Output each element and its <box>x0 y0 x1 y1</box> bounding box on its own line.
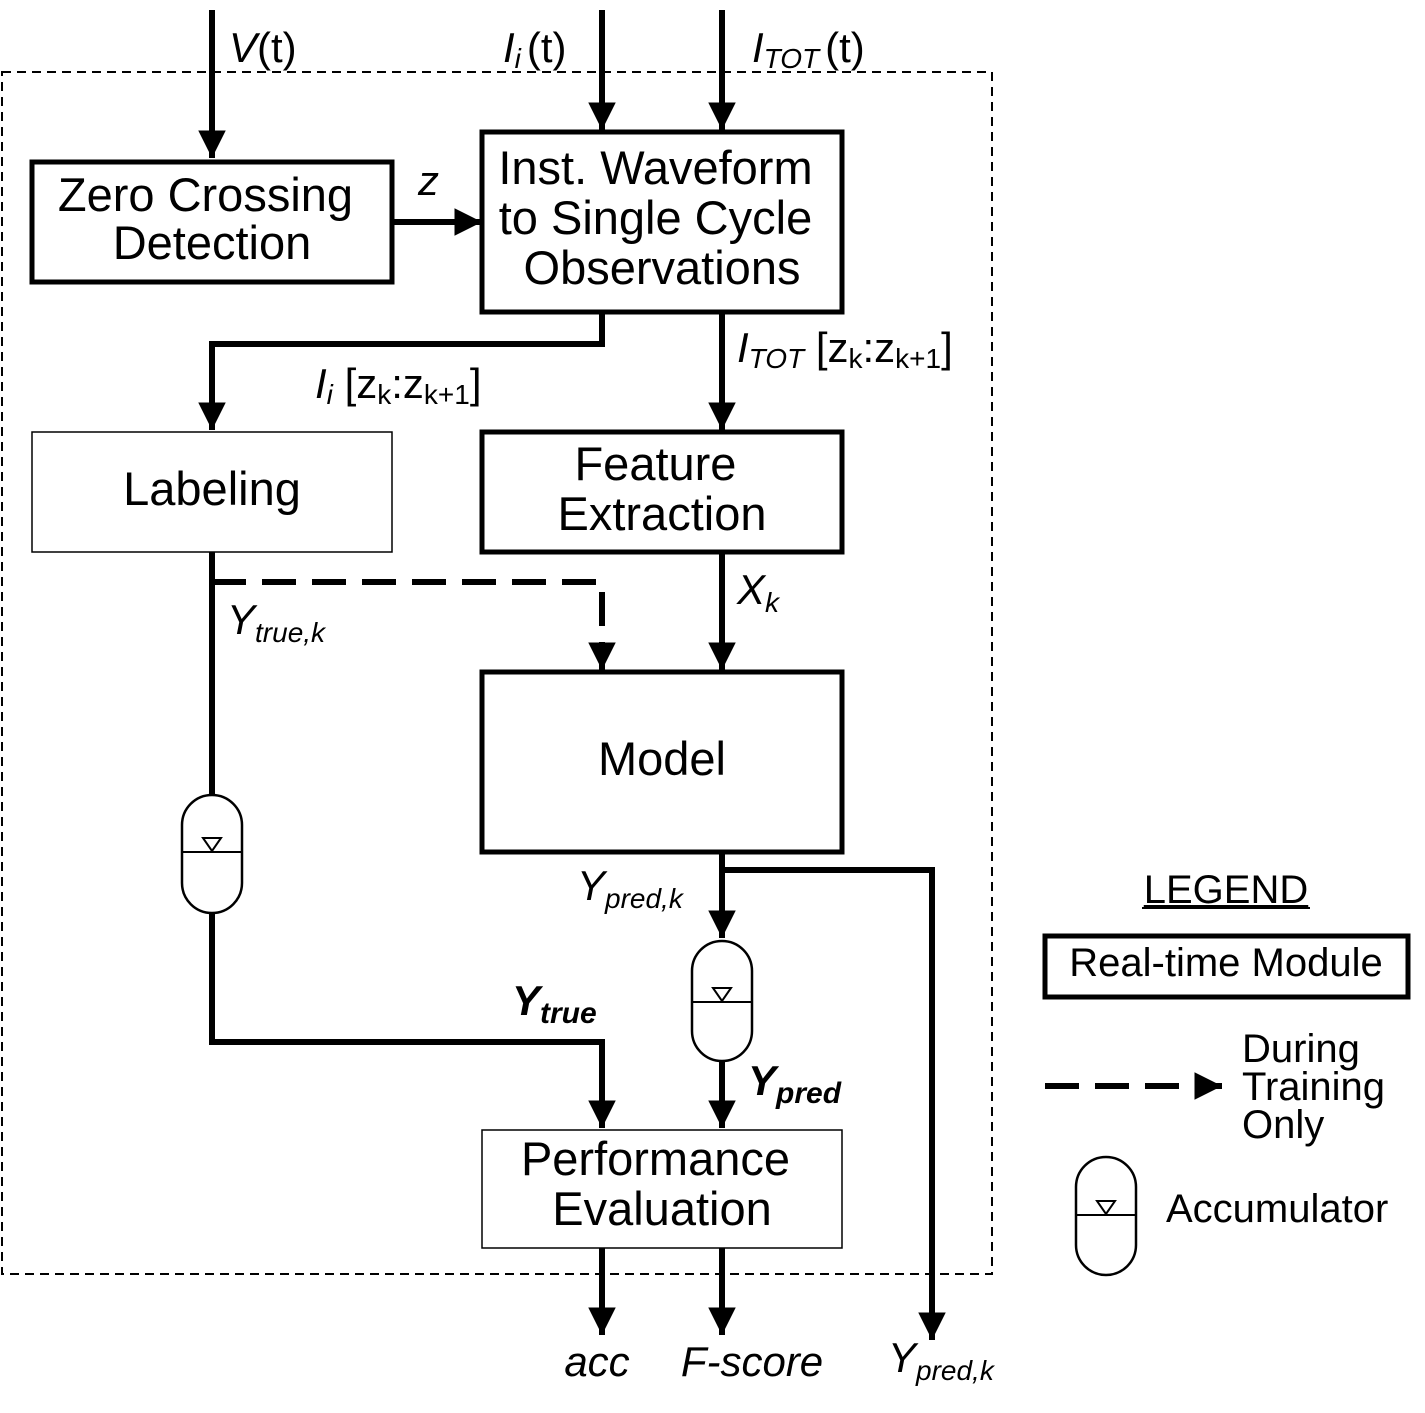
ypred-k-label: Ypred,k <box>577 862 685 914</box>
feature-extraction-label: Feature Extraction <box>558 437 767 540</box>
system-boundary <box>1 71 993 1275</box>
ypred-k-output-connector <box>722 867 946 1340</box>
voltage-input-label: V(t) <box>229 24 297 71</box>
model-label: Model <box>598 732 726 785</box>
legend-realtime-box <box>1042 933 1411 1000</box>
labeling-label: Labeling <box>123 462 301 515</box>
legend-realtime-label: Real-time Module <box>1069 941 1382 985</box>
fscore-output-label: F-score <box>681 1338 823 1385</box>
inst-waveform-label: Inst. Waveform to Single Cycle Observati… <box>498 141 825 294</box>
zero-crossing-label: Zero Crossing Detection <box>58 168 366 269</box>
acc-output-label: acc <box>564 1338 629 1385</box>
ii-window-connector <box>198 312 605 430</box>
itot-window-label: ITOT [zk:zk+1] <box>737 324 953 374</box>
model-box <box>479 669 845 855</box>
ypred-label: Ypred <box>748 1057 842 1110</box>
ytrue-accumulator <box>180 793 244 915</box>
training-only-connector <box>212 579 616 670</box>
performance-evaluation-label: Performance Evaluation <box>521 1132 803 1235</box>
z-label: z <box>417 157 439 204</box>
legend-accumulator-label: Accumulator <box>1166 1187 1388 1231</box>
legend: LEGEND Real-time Module During Training … <box>1042 868 1411 1277</box>
ytrue-label: Ytrue <box>512 977 597 1030</box>
ytrue-k-label: Ytrue,k <box>227 596 327 648</box>
ypred-accumulator <box>690 939 754 1063</box>
current-tot-input-label: ITOT(t) <box>752 24 865 74</box>
performance-evaluation-box <box>481 1129 843 1249</box>
zero-crossing-box <box>29 159 395 285</box>
feature-extraction-box <box>479 429 845 555</box>
legend-accumulator-icon <box>1074 1155 1138 1277</box>
ypred-k-output-label: Ypred,k <box>888 1334 996 1386</box>
ytrue-connector <box>209 913 616 1128</box>
legend-training-label: During Training Only <box>1242 1027 1396 1147</box>
current-i-input-label: Ii(t) <box>503 24 567 74</box>
legend-title: LEGEND <box>1144 868 1309 912</box>
xk-label: Xk <box>736 566 781 618</box>
inst-waveform-box <box>479 129 845 315</box>
ii-window-label: Ii [zk:zk+1] <box>315 360 482 410</box>
